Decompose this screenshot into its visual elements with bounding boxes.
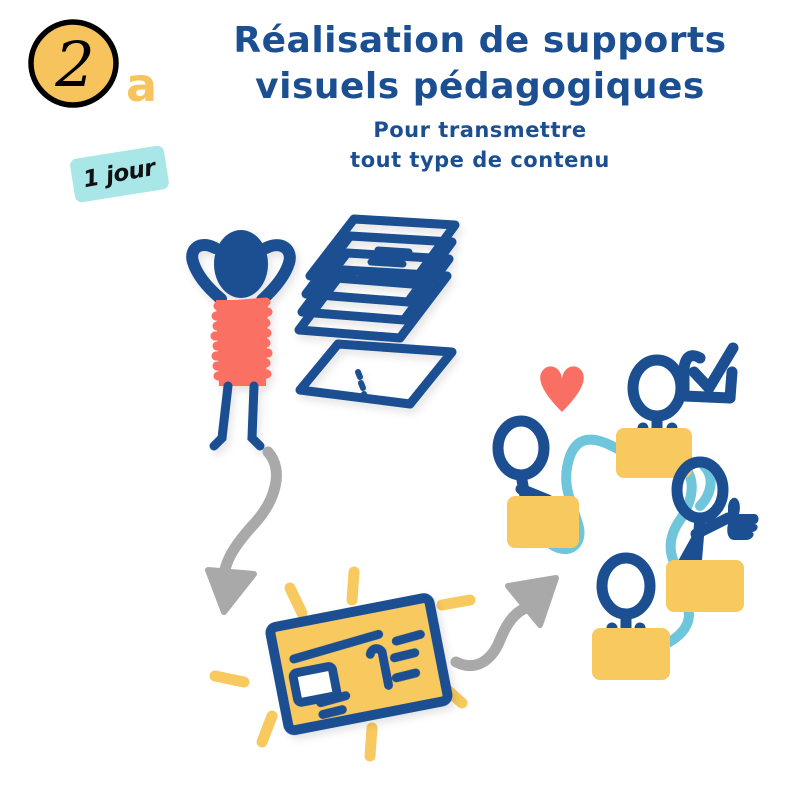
person-laptop [666, 560, 744, 612]
check-mark [688, 342, 739, 394]
ray-bottom [364, 722, 378, 762]
ray-top-left [284, 582, 308, 619]
paper-dots [355, 369, 369, 402]
ray-top [346, 566, 360, 606]
paper-sheet-bottom [295, 339, 457, 409]
ray-right [436, 594, 476, 611]
person-head [214, 230, 268, 298]
title-line-2: visuels pédagogiques [255, 66, 705, 108]
network-person-bottom [592, 552, 670, 680]
slide-card [265, 593, 453, 736]
ray-left [209, 670, 250, 688]
arrow-up-right-icon [450, 575, 559, 672]
checkbox-side [724, 366, 738, 404]
person-head [492, 415, 550, 481]
paper-text-lines [358, 246, 422, 282]
slide-card-thumbnail [288, 662, 342, 707]
person-left-leg [209, 381, 233, 451]
title-line-1: Réalisation de supports [233, 20, 727, 61]
person-left-arm [186, 239, 227, 305]
network-person-left [492, 415, 579, 548]
network-person-right [666, 456, 759, 612]
paper-sheet-2 [297, 248, 454, 325]
subtitle-line-2: tout type de contenu [350, 148, 610, 173]
logo-suffix-text: a [126, 58, 158, 112]
subtitle-line-1: Pour transmettre [373, 118, 587, 142]
heart-icon [540, 366, 584, 412]
paper-sheet-top [305, 214, 460, 289]
paper-sheet-3 [301, 231, 457, 307]
paper-stack [294, 214, 460, 409]
connection-accent [695, 461, 716, 511]
person-laptop [592, 628, 670, 680]
page-subtitle: Pour transmettre tout type de contenu [190, 115, 770, 176]
person-right-arm [256, 239, 296, 306]
checkbox-check-icon [678, 342, 739, 404]
person-dress [210, 297, 273, 386]
person-head [596, 552, 656, 620]
arrow-down-icon [205, 446, 282, 615]
slide-card-body [265, 593, 453, 736]
checkbox-frame [678, 350, 736, 404]
thumbs-up-icon [727, 497, 759, 540]
person-head [627, 354, 687, 422]
logo-circle-icon [28, 19, 119, 108]
paper-sheet-1 [294, 265, 452, 343]
person-laptop [616, 428, 692, 478]
person-laptop [507, 496, 579, 548]
ray-bottom-left [256, 710, 278, 748]
overwhelmed-person [186, 230, 296, 451]
page-title: Réalisation de supports visuels pédagogi… [190, 18, 770, 110]
person-right-leg [247, 381, 265, 451]
